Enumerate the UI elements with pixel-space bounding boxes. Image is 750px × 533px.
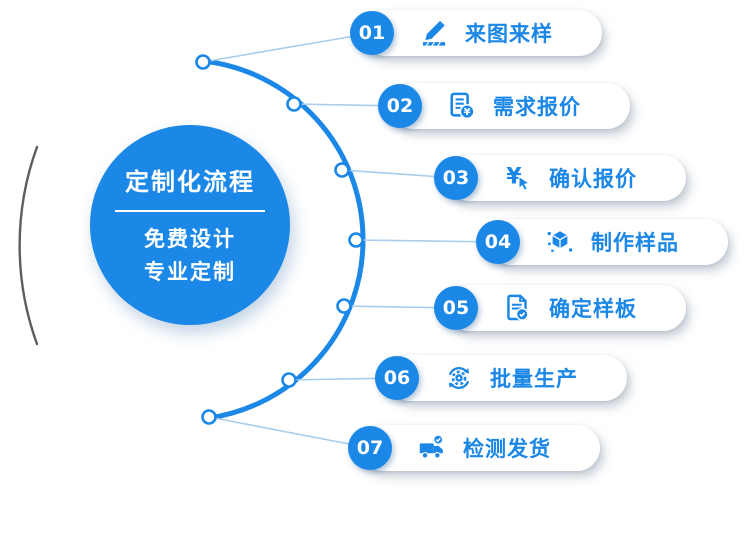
step-07-label: 检测发货 bbox=[463, 437, 551, 461]
step-05-pill: 确定样板 bbox=[446, 285, 686, 331]
step-04: 04 制作样品 bbox=[476, 219, 728, 265]
step-06-label: 批量生产 bbox=[490, 367, 578, 391]
step-06-number-badge: 06 bbox=[375, 356, 419, 400]
step-02: 02 ¥ 需求报价 bbox=[378, 83, 630, 129]
process-title-circle: 定制化流程 免费设计 专业定制 bbox=[90, 125, 290, 325]
step-04-pill: 制作样品 bbox=[488, 219, 728, 265]
yen-cursor-icon: ¥ bbox=[504, 164, 532, 192]
cube-sample-icon bbox=[546, 228, 574, 256]
process-title: 定制化流程 bbox=[125, 167, 255, 196]
step-07-number-badge: 07 bbox=[348, 426, 392, 470]
step-05: 05 确定样板 bbox=[434, 285, 686, 331]
title-divider bbox=[115, 209, 265, 212]
step-05-label: 确定样板 bbox=[549, 297, 637, 321]
gear-cycle-icon bbox=[445, 364, 473, 392]
subtitle-line-1: 免费设计 bbox=[144, 226, 236, 251]
step-03-pill: ¥ 确认报价 bbox=[446, 155, 686, 201]
pencil-drawing-icon bbox=[420, 19, 448, 47]
step-04-number-badge: 04 bbox=[476, 220, 520, 264]
step-05-number-badge: 05 bbox=[434, 286, 478, 330]
step-03-number-badge: 03 bbox=[434, 156, 478, 200]
step-01-number-badge: 01 bbox=[350, 11, 394, 55]
arc-node-2 bbox=[286, 96, 302, 112]
connector-line-4 bbox=[355, 239, 499, 243]
arc-node-6 bbox=[281, 372, 297, 388]
step-07-pill: 检测发货 bbox=[360, 425, 600, 471]
step-02-pill: ¥ 需求报价 bbox=[390, 83, 630, 129]
step-06: 06 批量生产 bbox=[375, 355, 627, 401]
step-03: 03 ¥ 确认报价 bbox=[434, 155, 686, 201]
arc-node-5 bbox=[336, 298, 352, 314]
step-06-pill: 批量生产 bbox=[387, 355, 627, 401]
svg-text:¥: ¥ bbox=[464, 107, 471, 118]
step-01-pill: 来图来样 bbox=[362, 10, 602, 56]
step-02-label: 需求报价 bbox=[493, 95, 581, 119]
svg-text:¥: ¥ bbox=[506, 164, 522, 189]
subtitle-line-2: 专业定制 bbox=[144, 259, 236, 284]
document-yen-icon: ¥ bbox=[448, 92, 476, 120]
connector-lines bbox=[202, 32, 499, 449]
left-partial-arc bbox=[18, 145, 39, 346]
arc-node-3 bbox=[334, 162, 350, 178]
connector-line-7 bbox=[208, 416, 371, 449]
step-07: 07 检测发货 bbox=[348, 425, 600, 471]
step-03-label: 确认报价 bbox=[549, 167, 637, 191]
connector-line-1 bbox=[202, 32, 373, 63]
arc-node-7 bbox=[201, 409, 217, 425]
arc-nodes bbox=[195, 54, 364, 425]
step-02-number-badge: 02 bbox=[378, 84, 422, 128]
document-check-icon bbox=[504, 294, 532, 322]
step-01: 01 来图来样 bbox=[350, 10, 602, 56]
step-01-label: 来图来样 bbox=[465, 22, 553, 46]
arc-node-1 bbox=[195, 54, 211, 70]
arc-node-4 bbox=[348, 232, 364, 248]
delivery-truck-icon bbox=[418, 434, 446, 462]
step-04-label: 制作样品 bbox=[591, 231, 679, 255]
